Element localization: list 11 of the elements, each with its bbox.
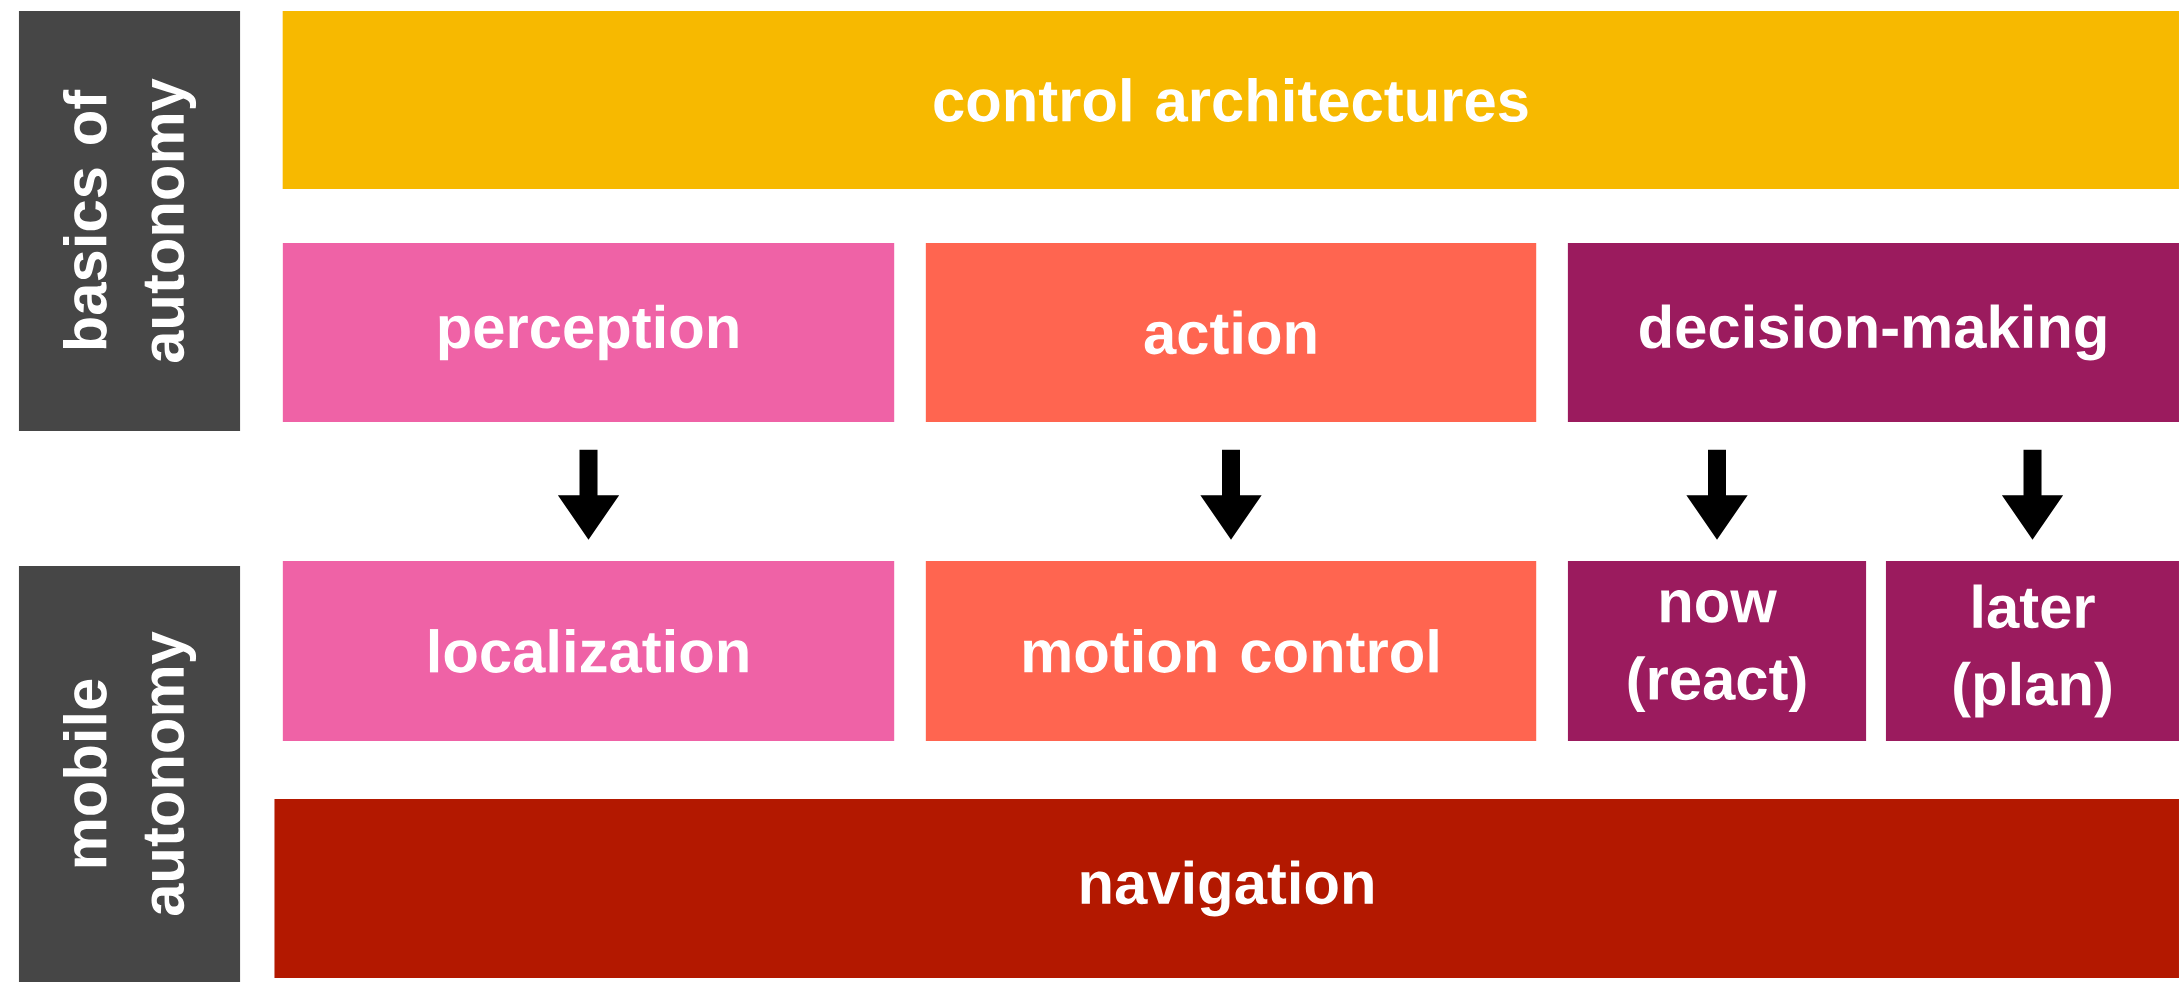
side-band: mobile autonomy (18, 565, 241, 982)
process-box: navigation (274, 798, 2179, 979)
side-band: basics of autonomy (18, 10, 241, 432)
process-box: now (react) (1567, 560, 1867, 742)
process-box: action (925, 242, 1537, 423)
process-box: motion control (925, 560, 1537, 742)
process-box: control architectures (282, 10, 2179, 190)
process-box: decision-making (1567, 242, 2179, 423)
process-box: later (plan) (1885, 560, 2179, 742)
process-box: localization (282, 560, 895, 742)
process-box: perception (282, 242, 895, 423)
